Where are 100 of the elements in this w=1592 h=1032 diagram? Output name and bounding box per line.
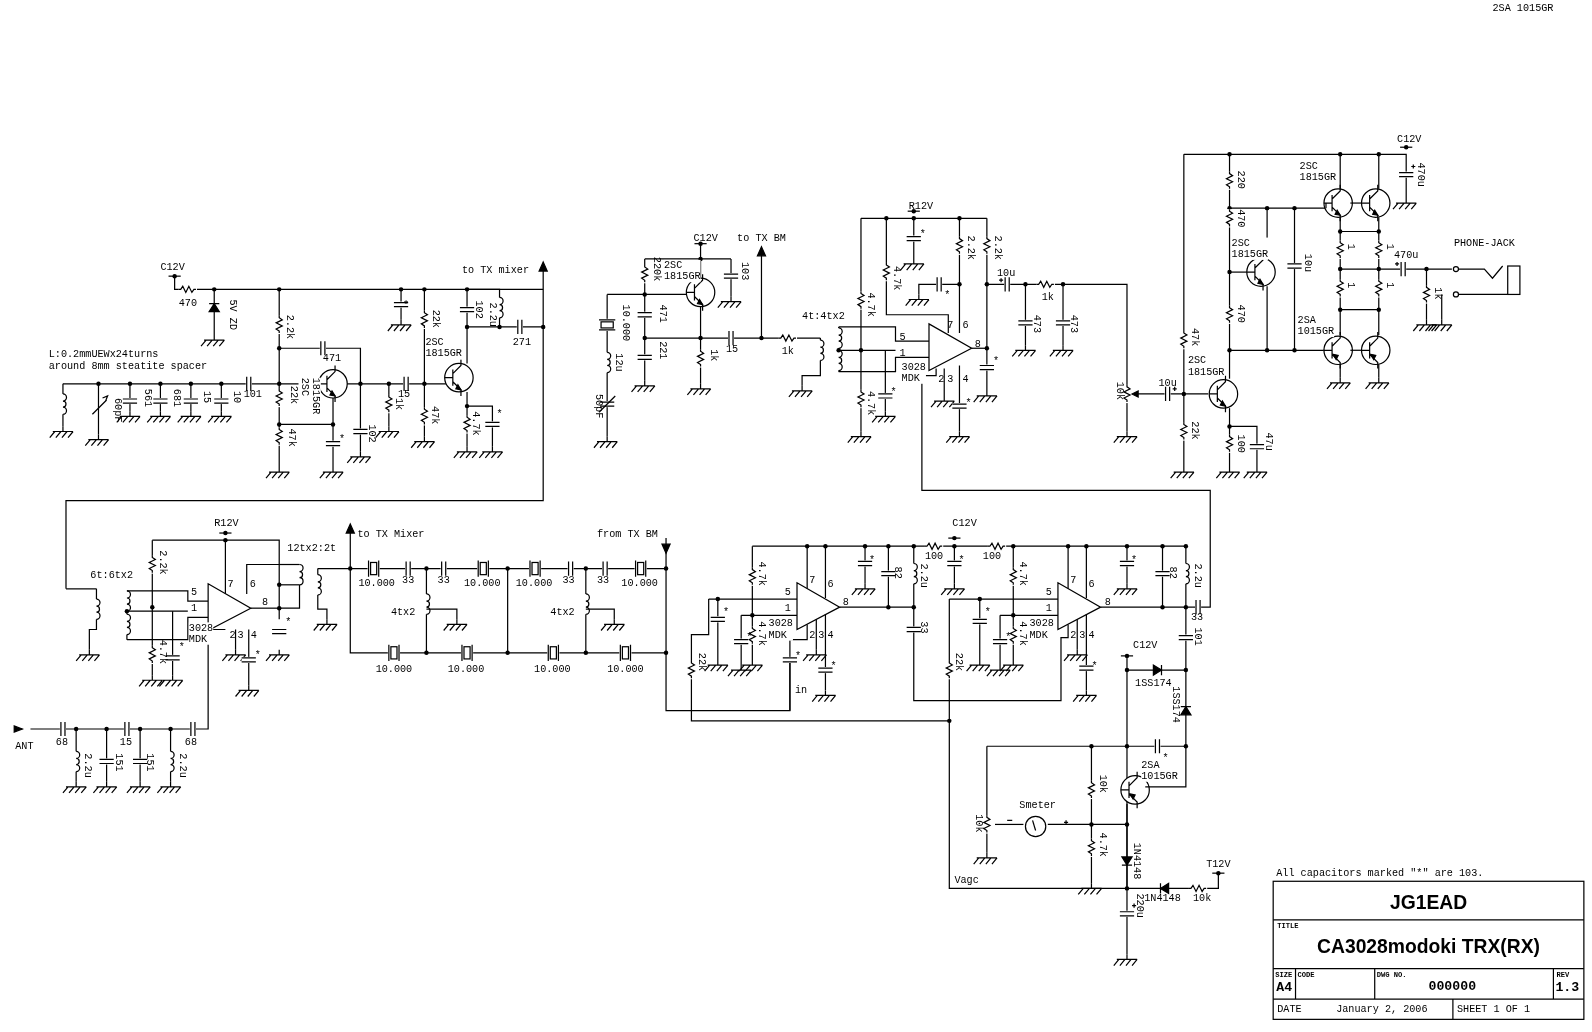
component-value: 2.2k <box>284 314 296 340</box>
title-block-field: January 2, 2006 <box>1336 1004 1428 1016</box>
asterisk-mark: * <box>339 433 346 445</box>
component-value: 5V ZD <box>227 299 239 330</box>
component-value: 4tx2 <box>390 607 416 619</box>
pin-number: 4 <box>827 629 834 641</box>
component-value: 1SS174 <box>1169 686 1181 723</box>
part-number: 2SA 1015GR <box>1141 759 1178 782</box>
asterisk-mark: * <box>795 650 802 662</box>
component-value: 33 <box>562 574 575 586</box>
component-value: 2.2k <box>157 550 169 575</box>
pin-number: 2 <box>1070 629 1077 641</box>
component-value: 2.2u <box>487 302 499 327</box>
pin-number: 7 <box>947 319 954 331</box>
component-value: 33 <box>437 574 450 586</box>
component-value: 4.7k <box>1017 561 1029 586</box>
pin-number: 1 <box>899 348 906 360</box>
asterisk-mark: * <box>722 607 729 619</box>
asterisk-mark: * <box>869 555 876 567</box>
part-number: 2SC 1815GR <box>1187 355 1225 378</box>
component-value: 4.7k <box>1017 621 1029 646</box>
asterisk-mark: * <box>984 607 991 619</box>
signal-label: to TX mixer <box>461 265 529 277</box>
pin-number: 5 <box>899 332 906 344</box>
component-value: 47k <box>428 406 440 425</box>
component-value: 4.7k <box>891 266 903 291</box>
component-value: 82 <box>892 566 904 579</box>
component-value: 681 <box>170 388 182 408</box>
component-value: 2.2u <box>1191 563 1204 588</box>
signal-label: T12V <box>1206 858 1231 871</box>
component-value: 10.000 <box>534 664 571 676</box>
component-value: 10u <box>997 268 1016 280</box>
component-value: 100 <box>1234 434 1246 453</box>
component-value: 102 <box>365 424 377 443</box>
signal-label: from TX BM <box>597 528 658 541</box>
component-value: 50pF <box>592 393 605 419</box>
component-value: 220u <box>1134 893 1146 918</box>
component-value: 10.000 <box>464 577 501 589</box>
component-value: 470 <box>1234 304 1246 323</box>
component-value: 4tx2 <box>550 607 575 619</box>
component-value: 473 <box>1068 314 1080 334</box>
component-value: 470 <box>1234 209 1246 228</box>
part-number: 2SC 1815GR <box>664 259 701 283</box>
component-value: 1N4148 <box>1144 892 1181 904</box>
pin-number: 3 <box>1079 629 1086 641</box>
component-value: 101 <box>243 388 262 401</box>
pin-number: 5 <box>784 586 791 598</box>
component-value: 271 <box>512 337 531 349</box>
signal-label: PHONE-JACK <box>1453 237 1515 249</box>
pin-number: 5 <box>1045 586 1052 598</box>
component-value: 10.000 <box>620 304 632 342</box>
pin-number: 1 <box>1045 603 1052 615</box>
note-text: All capacitors marked "*" are 103. <box>1276 868 1484 880</box>
component-value: 471 <box>656 304 669 323</box>
component-value: 561 <box>142 388 154 408</box>
component-value: 10u <box>1158 377 1177 389</box>
note-text: 2SA 1015GR <box>1492 3 1554 15</box>
component-value: 47k <box>1188 327 1201 347</box>
component-value: 82 <box>1166 566 1178 579</box>
component-value: 33 <box>402 574 415 586</box>
pin-number: 6 <box>249 578 256 590</box>
component-value: 151 <box>144 753 156 772</box>
component-value: 470 <box>178 297 197 309</box>
component-value: 2.2u <box>917 563 929 588</box>
component-value: 22k <box>953 652 965 672</box>
asterisk-mark: * <box>830 660 837 673</box>
component-value: 10k <box>1096 774 1108 793</box>
component-value: 15 <box>201 390 213 404</box>
part-number: 3028 MDK <box>188 622 214 645</box>
component-value: 60pF <box>111 398 123 423</box>
signal-label: C12V <box>952 517 977 529</box>
component-value: 470u <box>1394 249 1419 261</box>
asterisk-mark: * <box>1131 555 1138 567</box>
part-number: 2SC 1815GR <box>298 377 321 415</box>
component-value: 1 <box>1345 282 1357 289</box>
component-value: 22k <box>288 385 300 405</box>
note-text: L:0.2mmUEWx24turns around 8mm steatite spacer <box>48 349 208 372</box>
asterisk-mark: * <box>958 555 965 567</box>
component-value: 10.000 <box>447 664 485 676</box>
component-value: 15 <box>119 737 132 749</box>
asterisk-mark: * <box>285 617 292 629</box>
component-value: 4.7k <box>1096 832 1108 857</box>
component-value: 1k <box>781 346 794 358</box>
pin-number: 5 <box>190 586 197 598</box>
component-value: 68 <box>55 737 69 749</box>
component-value: 1N4148 <box>1131 842 1143 880</box>
pin-number: 8 <box>974 339 981 351</box>
component-value: 10.000 <box>358 577 395 589</box>
signal-label: C12V <box>1133 639 1158 651</box>
component-value: 1SS174 <box>1135 678 1172 690</box>
pin-number: 1 <box>190 603 197 615</box>
component-value: 68 <box>184 737 197 749</box>
pin-number: 7 <box>227 578 234 590</box>
part-number: 3028 MDK <box>768 618 793 641</box>
component-value: 1k <box>1431 287 1443 300</box>
asterisk-mark: * <box>496 409 503 421</box>
component-value: 100 <box>982 551 1002 563</box>
component-value: 4t:4tx2 <box>802 310 845 322</box>
title-block-heading: CA3028modoki TRX(RX) <box>1317 936 1540 959</box>
asterisk-mark: * <box>178 641 185 653</box>
